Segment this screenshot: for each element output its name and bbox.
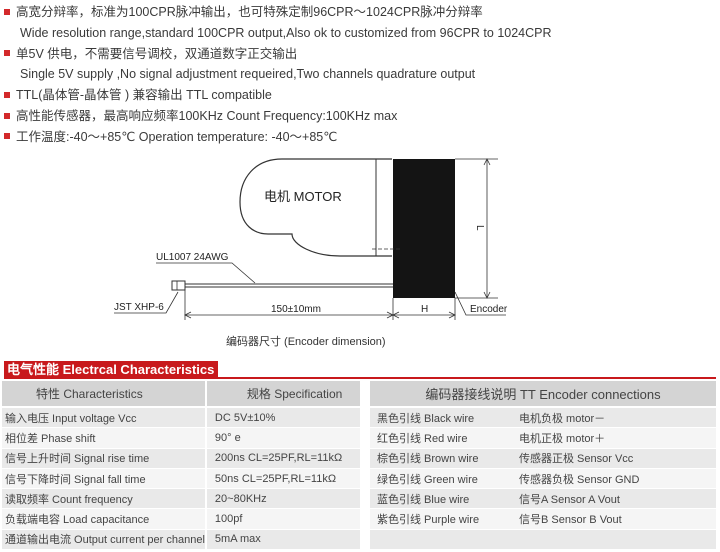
table-cell: 200ns CL=25PF,RL=11kΩ bbox=[204, 448, 360, 469]
section-rule bbox=[4, 377, 716, 379]
column-header: 特性 Characteristics bbox=[2, 381, 205, 408]
table-cell: 黑色引线 Black wire bbox=[370, 408, 513, 429]
table-cell: 5mA max bbox=[204, 529, 360, 551]
table-cell: 传感器正极 Sensor Vcc bbox=[513, 448, 716, 469]
section-heading: 电气性能 Electrcal Characteristics bbox=[4, 361, 716, 379]
l-dim-arrow-bottom bbox=[483, 291, 491, 299]
feature-line-4: Single 5V supply ,No signal adjustment r… bbox=[4, 64, 716, 85]
connector-body bbox=[171, 280, 186, 291]
table-cell: 输入电压 Input voltage Vcc bbox=[2, 408, 205, 429]
table-cell bbox=[370, 529, 513, 551]
bullet-icon bbox=[4, 112, 10, 119]
bullet-icon bbox=[4, 50, 10, 57]
motor-label: 电机 MOTOR bbox=[264, 189, 342, 204]
l-dim-arrow-top bbox=[483, 158, 491, 166]
table-cell: 信号下降时间 Signal fall time bbox=[2, 468, 205, 490]
column-header: 规格 Specification bbox=[204, 381, 360, 408]
table-cell: 50ns CL=25PF,RL=11kΩ bbox=[204, 468, 360, 490]
h-dim-arrow-right bbox=[448, 311, 456, 319]
wire-leader bbox=[156, 262, 256, 284]
h-dim-arrow-left bbox=[392, 311, 400, 319]
feature-list: 高宽分辩率，标准为100CPR脉冲输出，也可特殊定制96CPR～1024CPR脉… bbox=[4, 2, 716, 148]
connector-leader bbox=[114, 291, 179, 314]
table-cell: 信号B Sensor B Vout bbox=[513, 509, 716, 530]
len-dim-arrow-left bbox=[184, 311, 192, 319]
feature-text: 工作温度:-40～+85℃ Operation temperature: -40… bbox=[16, 129, 338, 144]
length-label: 150±10mm bbox=[271, 304, 321, 315]
table-row bbox=[370, 529, 716, 551]
feature-line-2: Wide resolution range,standard 100CPR ou… bbox=[4, 23, 716, 44]
encoder-dimension-drawing: 电机 MOTOR L UL1007 24AWG JST XHP-6 150±10… bbox=[0, 150, 720, 350]
feature-line-1: 高宽分辩率，标准为100CPR脉冲输出，也可特殊定制96CPR～1024CPR脉… bbox=[4, 2, 716, 23]
encoder-leader bbox=[454, 291, 506, 316]
feature-line-3: 单5V 供电，不需要信号调校，双通道数字正交输出 bbox=[4, 44, 716, 65]
encoder-label: Encoder bbox=[470, 304, 508, 315]
diagram-caption: 编码器尺寸 (Encoder dimension) bbox=[226, 336, 386, 348]
bullet-icon bbox=[4, 8, 10, 15]
table-cell: 电机正极 motor＋ bbox=[513, 428, 716, 449]
table-cell: 信号A Sensor A Vout bbox=[513, 489, 716, 510]
section-title: 电气性能 Electrcal Characteristics bbox=[4, 361, 219, 378]
table-cell: 100pf bbox=[204, 509, 360, 530]
table-cell: 红色引线 Red wire bbox=[370, 428, 513, 449]
encoder-block bbox=[393, 159, 455, 298]
table-cell: 传感器负极 Sensor GND bbox=[513, 468, 716, 490]
table-cell: DC 5V±10% bbox=[204, 408, 360, 429]
connections-table: 编码器接线说明 TT Encoder connections 黑色引线 Blac… bbox=[370, 381, 716, 551]
connector-label: JST XHP-6 bbox=[114, 302, 164, 313]
feature-line-7: 工作温度:-40～+85℃ Operation temperature: -40… bbox=[4, 127, 716, 148]
table-header-row: 特性 Characteristics 规格 Specification bbox=[2, 381, 360, 408]
wire-label: UL1007 24AWG bbox=[156, 252, 229, 263]
bullet-icon bbox=[4, 91, 10, 98]
table-cell: 90° e bbox=[204, 428, 360, 449]
table-cell: 20~80KHz bbox=[204, 489, 360, 510]
table-cell: 相位差 Phase shift bbox=[2, 428, 205, 449]
motor-outline bbox=[239, 158, 392, 257]
table-cell: 负载端电容 Load capacitance bbox=[2, 509, 205, 530]
feature-text: 高宽分辩率，标准为100CPR脉冲输出，也可特殊定制96CPR～1024CPR脉… bbox=[16, 5, 483, 19]
table-cell: 读取频率 Count frequency bbox=[2, 489, 205, 510]
drawing-svg: 电机 MOTOR L UL1007 24AWG JST XHP-6 150±10… bbox=[114, 158, 508, 320]
feature-text: Wide resolution range,standard 100CPR ou… bbox=[20, 25, 552, 40]
table-cell: 紫色引线 Purple wire bbox=[370, 509, 513, 530]
h-label: H bbox=[421, 304, 428, 315]
feature-line-6: 高性能传感器，最高响应频率100KHz Count Frequency:100K… bbox=[4, 106, 716, 127]
feature-text: 单5V 供电，不需要信号调校，双通道数字正交输出 bbox=[16, 46, 298, 61]
feature-text: 高性能传感器，最高响应频率100KHz Count Frequency:100K… bbox=[16, 108, 398, 123]
table-cell: 信号上升时间 Signal rise time bbox=[2, 448, 205, 469]
feature-line-5: TTL(晶体管-晶体管 ) 兼容输出 TTL compatible bbox=[4, 85, 716, 106]
table-cell bbox=[513, 529, 716, 551]
table-cell: 绿色引线 Green wire bbox=[370, 468, 513, 490]
table-cell: 棕色引线 Brown wire bbox=[370, 448, 513, 469]
table-cell: 通道输出电流 Output current per channel bbox=[2, 529, 205, 551]
table-header-row: 编码器接线说明 TT Encoder connections bbox=[370, 381, 716, 408]
l-label: L bbox=[474, 225, 485, 231]
characteristics-table: 特性 Characteristics 规格 Specification 输入电压… bbox=[2, 381, 360, 551]
bullet-icon bbox=[4, 133, 10, 140]
feature-text: TTL(晶体管-晶体管 ) 兼容输出 TTL compatible bbox=[16, 88, 272, 103]
table-cell: 电机负极 motor－ bbox=[513, 408, 716, 429]
table-cell: 蓝色引线 Blue wire bbox=[370, 489, 513, 510]
feature-text: Single 5V supply ,No signal adjustment r… bbox=[20, 67, 476, 82]
column-header: 编码器接线说明 TT Encoder connections bbox=[370, 381, 716, 408]
